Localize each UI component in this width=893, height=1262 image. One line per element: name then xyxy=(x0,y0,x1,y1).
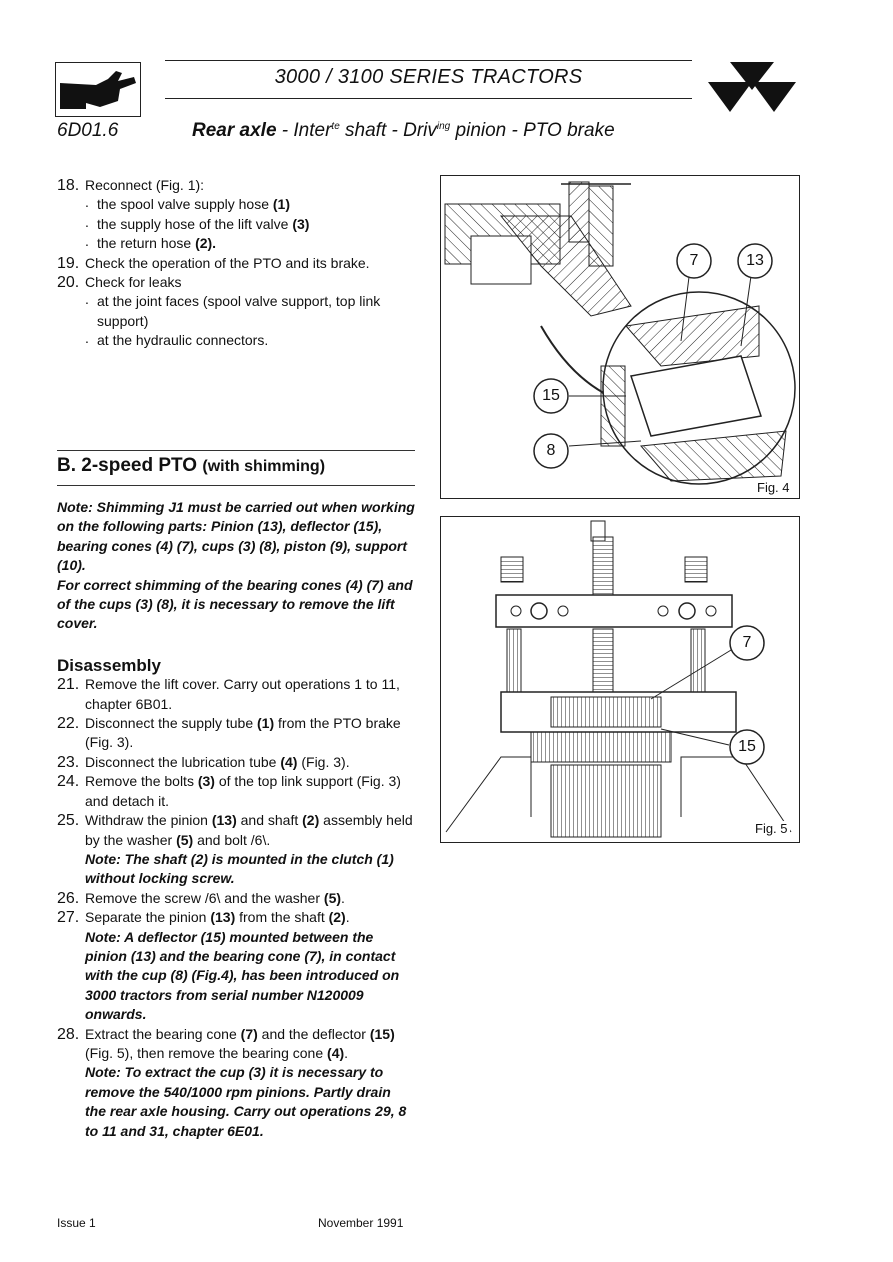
figure-5: 7 15 Fig. 5 xyxy=(440,516,800,843)
step-18-item: the spool valve supply hose (1) xyxy=(57,193,415,214)
figure-5-drawing xyxy=(445,520,792,838)
step-28-note: Note: To extract the cup (3) it is neces… xyxy=(85,1064,407,1139)
shimming-note: Note: Shimming J1 must be carried out wh… xyxy=(57,499,415,574)
reassembly-steps: 18. Reconnect (Fig. 1): the spool valve … xyxy=(57,176,415,351)
step-25-note: Note: The shaft (2) is mounted in the cl… xyxy=(85,850,394,887)
callout-15 xyxy=(729,729,765,765)
step-25: 25.Withdraw the pinion (13) and shaft (2… xyxy=(57,811,415,889)
figure-5-label: Fig. 5 xyxy=(753,821,790,836)
figure-4-drawing xyxy=(444,181,796,485)
callout-15 xyxy=(533,378,569,414)
header-rule-bottom xyxy=(165,98,692,99)
brand-logo-icon xyxy=(706,60,798,115)
step-27: 27.Separate the pinion (13) from the sha… xyxy=(57,908,415,1024)
step-22: 22.Disconnect the supply tube (1) from t… xyxy=(57,715,401,751)
callout-7-label: 7 xyxy=(742,634,752,651)
figure-4: 7 13 15 8 Fig. 4 xyxy=(440,175,800,499)
footer-date: November 1991 xyxy=(318,1216,404,1230)
callout-15-label: 15 xyxy=(542,387,560,404)
step-23: 23.Disconnect the lubrication tube (4) (… xyxy=(57,753,350,771)
series-title: 3000 / 3100 SERIES TRACTORS xyxy=(274,66,583,88)
callout-8-label: 8 xyxy=(546,442,556,459)
step-27-note: Note: A deflector (15) mounted between t… xyxy=(85,928,400,1023)
footer-issue: Issue 1 xyxy=(57,1216,96,1230)
step-26: 26.Remove the screw /6\ and the washer (… xyxy=(57,889,345,907)
callout-7 xyxy=(729,625,765,661)
manual-section-icon xyxy=(55,62,141,117)
header-rule-top xyxy=(165,60,692,61)
page-title: Rear axle - Interte shaft - Driving pini… xyxy=(192,120,615,141)
section-b-title: B. 2-speed PTO (with shimming) xyxy=(57,455,326,476)
step-20-item: at the hydraulic connectors. xyxy=(57,329,415,350)
step-20-item: at the joint faces (spool valve support,… xyxy=(57,290,415,331)
step-19: 19. Check the operation of the PTO and i… xyxy=(57,254,370,272)
shimming-note-2: For correct shimming of the bearing cone… xyxy=(57,576,413,632)
step-21: 21.Remove the lift cover. Carry out oper… xyxy=(57,676,400,712)
section-rule-top xyxy=(57,450,415,451)
step-24: 24.Remove the bolts (3) of the top link … xyxy=(57,773,401,809)
section-code: 6D01.6 xyxy=(57,120,119,141)
section-rule-bottom xyxy=(57,485,415,486)
callout-7 xyxy=(676,243,712,279)
figure-4-label: Fig. 4 xyxy=(755,480,792,495)
callout-7-label: 7 xyxy=(689,252,699,269)
step-28: 28.Extract the bearing cone (7) and the … xyxy=(57,1025,415,1141)
step-18-item: the return hose (2). xyxy=(57,232,415,253)
callout-13 xyxy=(737,243,773,279)
step-20: 20. Check for leaks xyxy=(57,274,182,292)
section-b-body: Note: Shimming J1 must be carried out wh… xyxy=(57,498,415,1141)
callout-8 xyxy=(533,433,569,469)
step-18: 18. Reconnect (Fig. 1): xyxy=(57,177,205,194)
disassembly-heading: Disassembly xyxy=(57,655,161,675)
step-18-item: the supply hose of the lift valve (3) xyxy=(57,213,415,234)
callout-13-label: 13 xyxy=(746,252,764,269)
callout-15-label: 15 xyxy=(738,738,756,755)
